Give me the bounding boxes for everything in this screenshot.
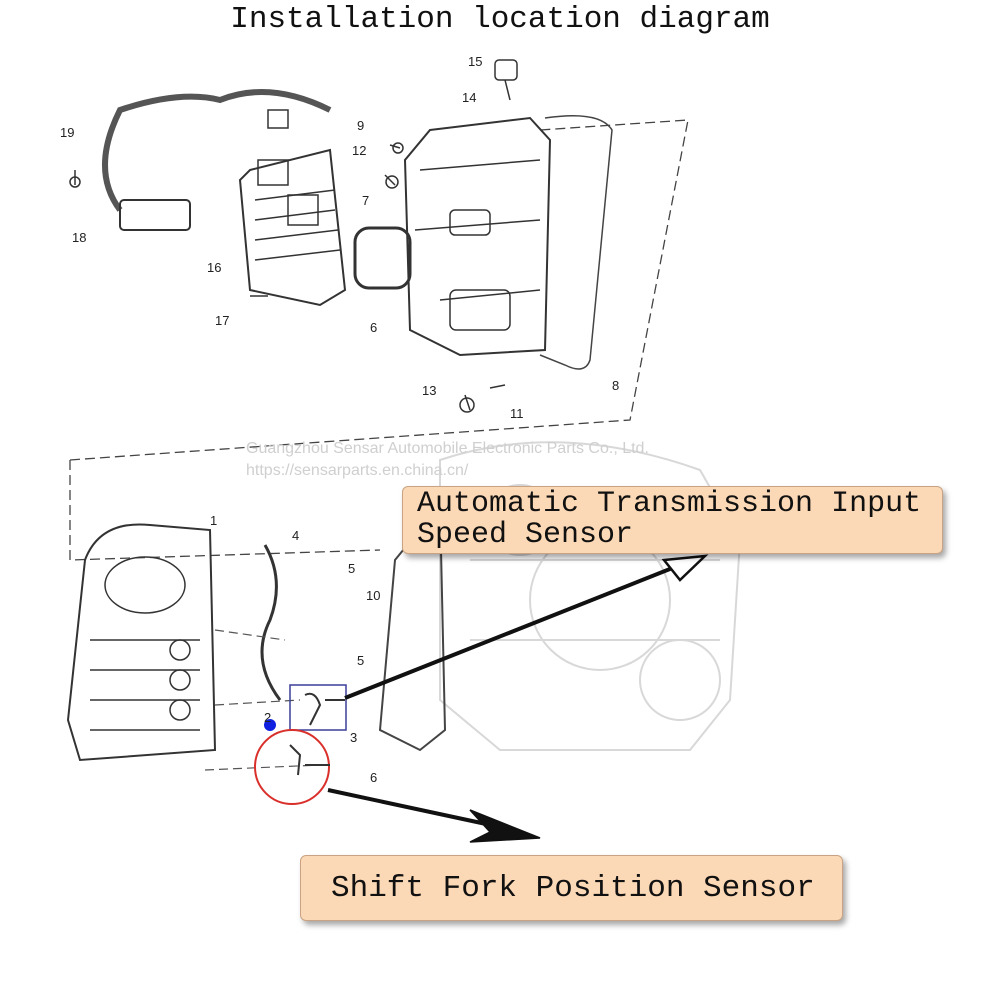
watermark-company: Guangzhou Sensar Automobile Electronic P… bbox=[246, 440, 649, 457]
part-number: 13 bbox=[422, 383, 436, 398]
part-number: 19 bbox=[60, 125, 74, 140]
valve-body-1 bbox=[66, 523, 217, 762]
arrow-to-shift-fork-sensor bbox=[327, 788, 541, 843]
part-number: 12 bbox=[352, 143, 366, 158]
bolts bbox=[69, 59, 518, 413]
part-number: 9 bbox=[357, 118, 364, 133]
harness-18 bbox=[102, 89, 332, 231]
diagram-title: Installation location diagram bbox=[230, 2, 770, 37]
part-number: 5 bbox=[357, 653, 364, 668]
watermark-url: https://sensarparts.en.china.cn/ bbox=[246, 462, 469, 479]
part-number: 10 bbox=[366, 588, 380, 603]
transmission-case-background bbox=[439, 441, 742, 751]
shift-fork-sensor-callout: Shift Fork Position Sensor bbox=[300, 855, 843, 921]
part-number: 7 bbox=[362, 193, 369, 208]
part-number-labels: 1 2 3 4 5 5 6 6 7 8 9 10 11 12 13 14 15 … bbox=[60, 54, 619, 785]
dashed-assembly-outline bbox=[69, 119, 689, 561]
marker-dot bbox=[264, 719, 276, 731]
arrow-to-input-speed-sensor bbox=[344, 554, 709, 700]
callout-line-1: Automatic Transmission Input bbox=[417, 487, 922, 521]
part-number: 4 bbox=[292, 528, 299, 543]
callout-line-2: Speed Sensor bbox=[417, 518, 634, 552]
part-number: 2 bbox=[264, 710, 271, 725]
part-number: 15 bbox=[468, 54, 482, 69]
part-number: 5 bbox=[348, 561, 355, 576]
gasket-8 bbox=[539, 115, 613, 370]
tcm-16 bbox=[238, 148, 347, 307]
part-number: 11 bbox=[510, 406, 524, 421]
part-number: 8 bbox=[612, 378, 619, 393]
input-speed-sensor-callout: Automatic Transmission Input Speed Senso… bbox=[402, 486, 943, 554]
part-number: 17 bbox=[215, 313, 229, 328]
harness-4 bbox=[260, 544, 282, 701]
part-number: 16 bbox=[207, 260, 221, 275]
seal-7 bbox=[353, 226, 412, 290]
part-number: 6 bbox=[370, 320, 377, 335]
input-speed-sensor-highlight-box bbox=[289, 684, 347, 731]
part-number: 6 bbox=[370, 770, 377, 785]
part-number: 1 bbox=[210, 513, 217, 528]
housing-6 bbox=[403, 116, 552, 357]
part-number: 18 bbox=[72, 230, 86, 245]
part-number: 14 bbox=[462, 90, 476, 105]
shift-fork-sensor-highlight-circle bbox=[254, 729, 330, 805]
part-number: 3 bbox=[350, 730, 357, 745]
